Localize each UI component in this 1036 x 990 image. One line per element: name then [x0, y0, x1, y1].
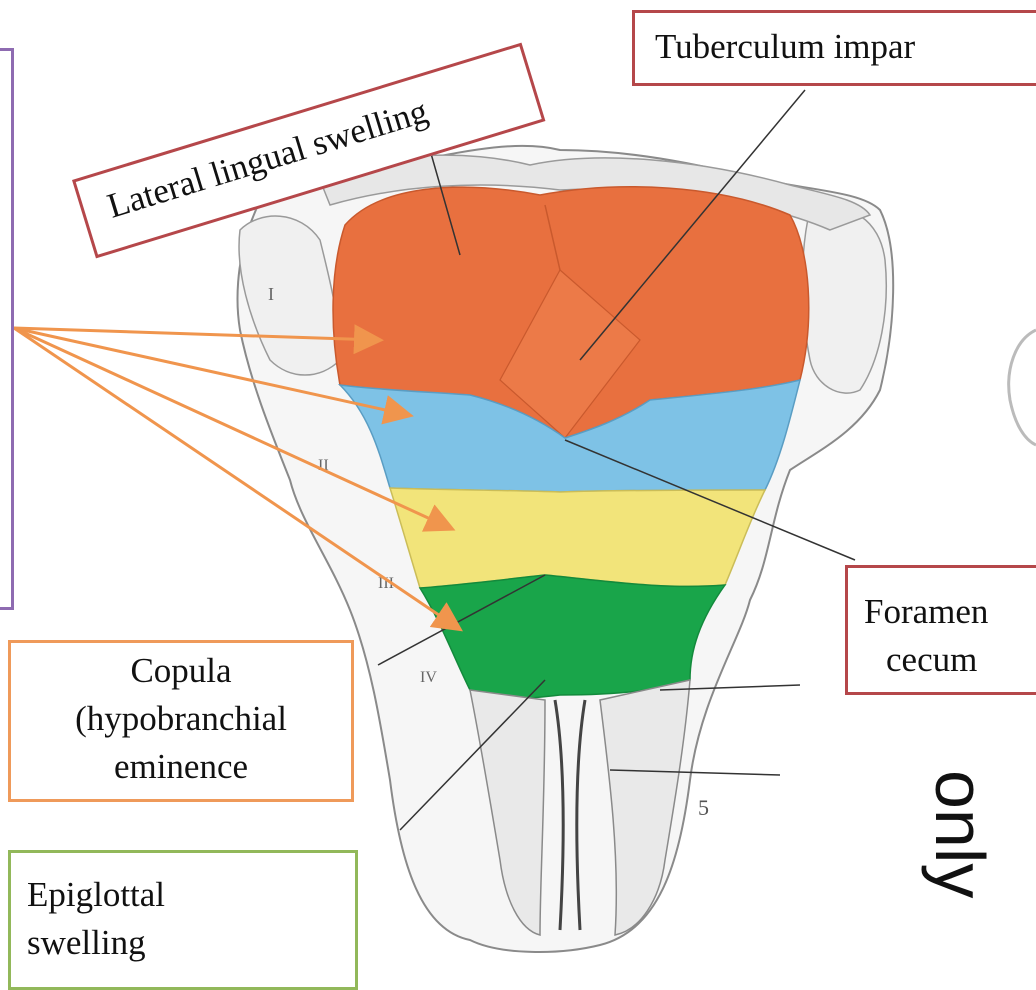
arch-4-label: IV [420, 669, 437, 686]
tuberculum-text: Tuberculum impar [655, 27, 915, 66]
epiglottal-swelling-region [420, 575, 725, 698]
copula-text-line2: (hypobranchial [11, 695, 351, 743]
right-partial-circle [1009, 330, 1036, 445]
foramen-text-line2: cecum [886, 636, 1036, 684]
copula-text-line1: Copula [11, 647, 351, 695]
foramen-cecum-label: Foramen cecum [845, 565, 1036, 695]
foramen-text-line1: Foramen [864, 588, 1036, 636]
tuberculum-impar-label: Tuberculum impar [632, 10, 1036, 86]
copula-label: Copula (hypobranchial eminence [8, 640, 354, 802]
copula-region [390, 488, 765, 588]
arch-1-label: I [268, 284, 274, 304]
left-group-box [0, 48, 14, 610]
epiglottal-text-line1: Epiglottal [27, 871, 355, 919]
arch-5-label: 5 [698, 795, 709, 820]
epiglottal-text-line2: swelling [27, 919, 355, 967]
epiglottal-swelling-label: Epiglottal swelling [8, 850, 358, 990]
copula-text-line3: eminence [11, 743, 351, 791]
side-text-only: only [920, 770, 1000, 898]
